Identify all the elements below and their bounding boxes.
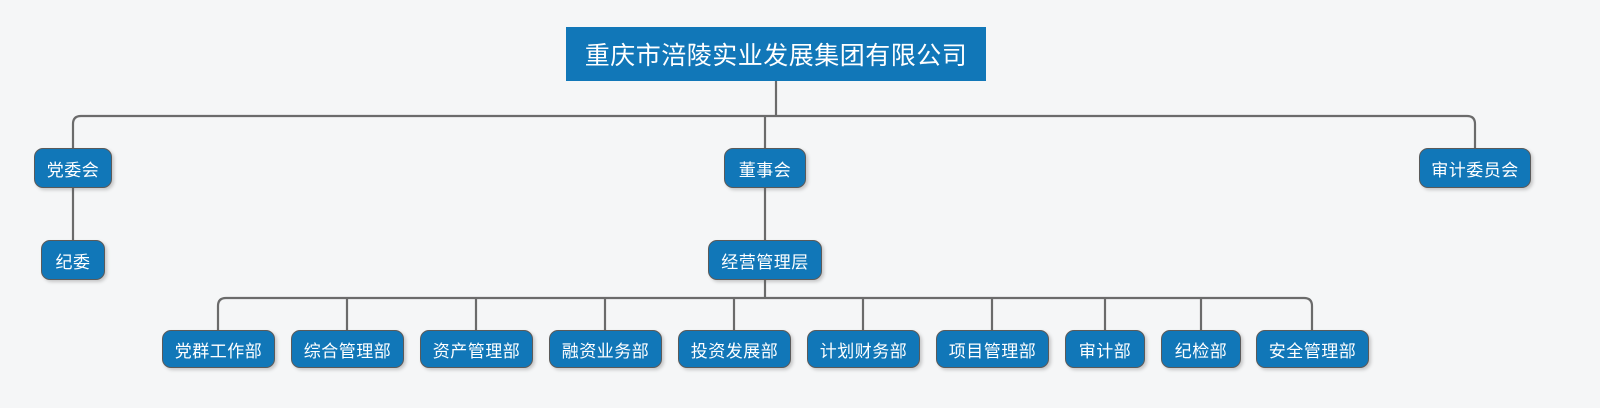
- node-party-committee[interactable]: 党委会: [34, 148, 112, 188]
- node-root[interactable]: 重庆市涪陵实业发展集团有限公司: [566, 27, 986, 81]
- node-audit-committee[interactable]: 审计委员会: [1419, 148, 1531, 188]
- node-dept-safety-management[interactable]: 安全管理部: [1256, 330, 1369, 368]
- node-dept-discipline-inspection-label: 纪检部: [1174, 341, 1228, 361]
- node-discipline-committee[interactable]: 纪委: [41, 240, 105, 280]
- node-dept-planning-finance[interactable]: 计划财务部: [807, 330, 920, 368]
- node-dept-discipline-inspection[interactable]: 纪检部: [1161, 330, 1241, 368]
- node-root-label: 重庆市涪陵实业发展集团有限公司: [584, 42, 968, 70]
- node-dept-investment-development-label: 投资发展部: [690, 341, 779, 361]
- node-party-committee-label: 党委会: [46, 160, 100, 180]
- node-dept-asset-management[interactable]: 资产管理部: [420, 330, 533, 368]
- node-dept-general-management[interactable]: 综合管理部: [291, 330, 404, 368]
- node-board-of-directors[interactable]: 董事会: [724, 148, 806, 188]
- node-dept-audit-label: 审计部: [1078, 341, 1132, 361]
- node-dept-audit[interactable]: 审计部: [1065, 330, 1145, 368]
- node-dept-party-affairs-label: 党群工作部: [174, 341, 263, 361]
- node-dept-general-management-label: 综合管理部: [303, 341, 392, 361]
- node-dept-project-management[interactable]: 项目管理部: [936, 330, 1049, 368]
- node-audit-committee-label: 审计委员会: [1431, 160, 1519, 180]
- node-dept-financing-business[interactable]: 融资业务部: [549, 330, 662, 368]
- node-board-of-directors-label: 董事会: [738, 160, 792, 180]
- node-dept-asset-management-label: 资产管理部: [432, 341, 521, 361]
- node-discipline-committee-label: 纪委: [55, 252, 91, 272]
- connector-bottom-bus: [216, 296, 1314, 330]
- node-dept-project-management-label: 项目管理部: [948, 341, 1037, 361]
- node-dept-planning-finance-label: 计划财务部: [819, 341, 908, 361]
- node-dept-safety-management-label: 安全管理部: [1268, 341, 1357, 361]
- connector-top-bus: [71, 114, 1477, 155]
- node-dept-party-affairs[interactable]: 党群工作部: [162, 330, 275, 368]
- node-dept-financing-business-label: 融资业务部: [561, 341, 650, 361]
- node-dept-investment-development[interactable]: 投资发展部: [678, 330, 791, 368]
- node-management-layer[interactable]: 经营管理层: [708, 240, 822, 280]
- node-management-layer-label: 经营管理层: [721, 252, 809, 272]
